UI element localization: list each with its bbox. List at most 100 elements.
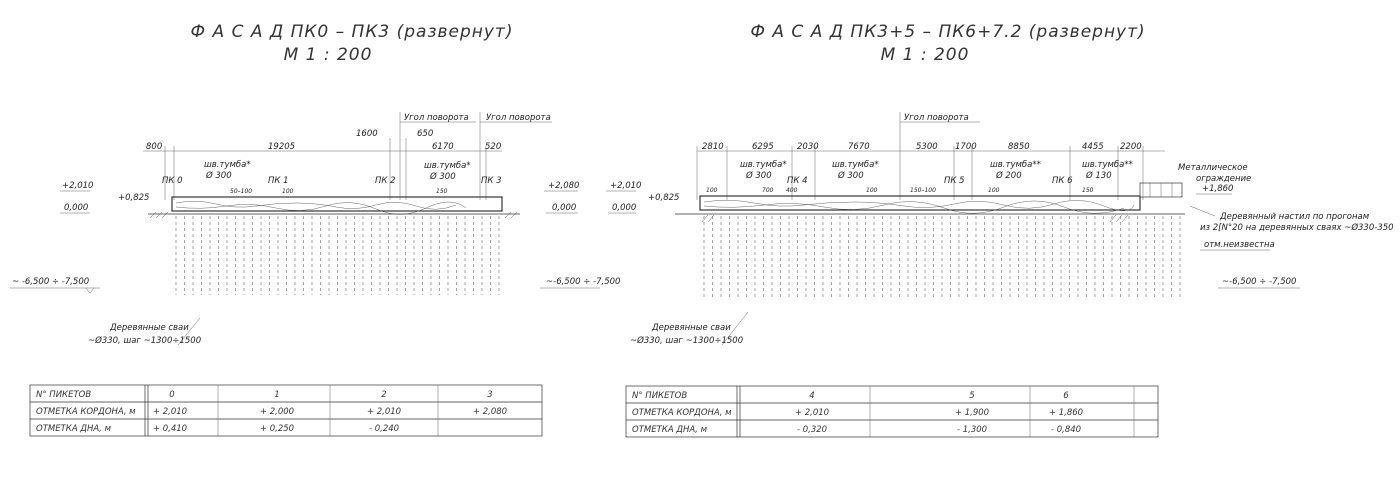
left-table-cell: + 2,000 (260, 407, 294, 417)
right-table-cell: + 2,010 (795, 408, 829, 418)
right-fence-note-1: Металлическое (1178, 163, 1248, 173)
left-pk3: ПК 3 (481, 176, 502, 186)
right-dim-1: 6295 (752, 142, 774, 152)
left-corner-label-1: Угол поворота (404, 113, 469, 123)
left-dim-0: 800 (146, 142, 162, 152)
left-table-cell: 2 (381, 390, 386, 400)
right-deck-texture (703, 200, 1135, 211)
left-elev-zero: 0,000 (64, 203, 88, 213)
left-deck-texture (175, 201, 457, 210)
right-fence-elev: +1,860 (1202, 184, 1233, 194)
left-quay-deck (171, 196, 503, 212)
left-elev-bottom: ~ -6,500 ÷ -7,500 (12, 277, 89, 287)
left-table-cell: + 2,010 (153, 407, 187, 417)
left-table-cell: 3 (487, 390, 492, 400)
left-elev-r-bottom: ~-6,500 ÷ -7,500 (546, 277, 620, 287)
left-table-cell: 1 (274, 390, 279, 400)
left-dim-2: 1600 (356, 129, 378, 139)
left-table-cell: - 0,240 (369, 424, 399, 434)
right-scale: М 1 : 200 (881, 45, 970, 65)
left-table-cell: + 0,410 (153, 424, 187, 434)
left-elev-r-top: +2,080 (548, 181, 579, 191)
left-dim-3: 650 (417, 129, 433, 139)
right-table-cell: 4 (809, 391, 814, 401)
left-table-head-0: N° ПИКЕТОВ (36, 390, 91, 400)
left-bollard-2: шв.тумба* (424, 161, 471, 171)
right-note-5: 150–100 (910, 187, 936, 194)
right-facade: Угол поворота 2810 6295 2030 7670 5300 1… (606, 112, 1394, 346)
right-hatching (701, 214, 1129, 223)
left-table-cell: 0 (169, 390, 174, 400)
left-pk2: ПК 2 (375, 176, 396, 186)
left-pk0: ПК 0 (162, 176, 183, 186)
right-note-2: 700 (762, 187, 774, 194)
left-elev-r-zero: 0,000 (552, 203, 576, 213)
left-hatching (149, 211, 518, 219)
right-table-cell: - 0,840 (1051, 425, 1081, 435)
right-dim-5: 1700 (955, 142, 977, 152)
left-elev-mid: +0,825 (118, 193, 149, 203)
right-picket-table: N° ПИКЕТОВ ОТМЕТКА КОРДОНА, м ОТМЕТКА ДН… (625, 385, 1159, 438)
right-note-6: 100 (988, 187, 1000, 194)
right-pk5: ПК 5 (944, 176, 965, 186)
right-deck-note-2: из 2[N°20 на деревянных сваях ~Ø330-350 (1200, 222, 1394, 233)
right-bollard-1: шв.тумба* (740, 160, 787, 170)
right-table-cell: 5 (969, 391, 974, 401)
right-title: Ф А С А Д ПК3+5 – ПК6+7.2 (развернут) (750, 22, 1145, 42)
right-bollard-4: шв.тумба** (1082, 160, 1133, 170)
right-elev-top: +2,010 (610, 181, 641, 191)
right-table-cell: - 0,320 (797, 425, 827, 435)
right-note-3: 400 (786, 187, 798, 194)
left-bollard-1-dia: Ø 300 (205, 170, 232, 181)
right-dim-0: 2810 (702, 142, 724, 152)
left-note-2: 100 (282, 188, 294, 195)
left-bollard-1: шв.тумба* (204, 160, 251, 170)
left-dim-4: 6170 (432, 142, 454, 152)
right-bollard-2-dia: Ø 300 (837, 170, 864, 181)
left-scale: М 1 : 200 (284, 45, 373, 65)
right-elev-zero: 0,000 (612, 203, 636, 213)
right-bollard-3: шв.тумба** (990, 160, 1041, 170)
left-table-cell: + 2,010 (367, 407, 401, 417)
right-note-4: 100 (866, 187, 878, 194)
left-corner-label-2: Угол поворота (486, 113, 551, 123)
left-title: Ф А С А Д ПК0 – ПК3 (развернут) (191, 22, 514, 42)
right-table-cell: - 1,300 (957, 425, 987, 435)
right-dim-7: 4455 (1082, 142, 1104, 152)
right-fence-note-2: ограждение (1196, 174, 1251, 184)
right-unknown-note: отм.неизвестна (1204, 240, 1275, 250)
right-dim-2: 2030 (797, 142, 819, 152)
right-piles (703, 216, 1181, 297)
right-dim-3: 7670 (848, 142, 870, 152)
right-dim-6: 8850 (1008, 142, 1030, 152)
right-deck-note-1: Деревянный настил по прогонам (1219, 212, 1370, 222)
left-note-3: 150 (436, 188, 448, 195)
right-bollard-2: шв.тумба* (832, 160, 879, 170)
left-elev-top: +2,010 (62, 181, 93, 191)
left-pk1: ПК 1 (268, 176, 289, 186)
right-table-cell: 6 (1063, 391, 1069, 401)
left-note-1: 50–100 (230, 188, 252, 195)
right-table-head-1: ОТМЕТКА КОРДОНА, м (632, 408, 732, 418)
right-bollard-4-dia: Ø 130 (1085, 170, 1112, 181)
right-table-head-2: ОТМЕТКА ДНА, м (632, 425, 708, 435)
right-table-cell: + 1,900 (955, 408, 989, 418)
left-bollard-2-dia: Ø 300 (429, 171, 456, 182)
right-dim-4: 5300 (916, 142, 938, 152)
left-dim-5: 520 (485, 142, 501, 152)
right-table-cell: + 1,860 (1049, 408, 1083, 418)
right-bollard-1-dia: Ø 300 (745, 170, 772, 181)
left-table-cell: + 2,080 (473, 407, 507, 417)
left-dim-1: 19205 (268, 142, 295, 152)
right-bottom-elev: ~-6,500 ÷ -7,500 (1222, 277, 1296, 287)
right-quay-deck (699, 195, 1141, 211)
left-table-cell: + 0,250 (260, 424, 294, 434)
right-piles-note-1: Деревянные сваи (651, 323, 731, 333)
right-note-7: 150 (1082, 187, 1094, 194)
right-note-1: 100 (706, 187, 718, 194)
left-piles (175, 216, 500, 295)
left-table-head-2: ОТМЕТКА ДНА, м (36, 424, 112, 434)
right-pk6: ПК 6 (1052, 176, 1073, 186)
left-table-head-1: ОТМЕТКА КОРДОНА, м (36, 407, 136, 417)
